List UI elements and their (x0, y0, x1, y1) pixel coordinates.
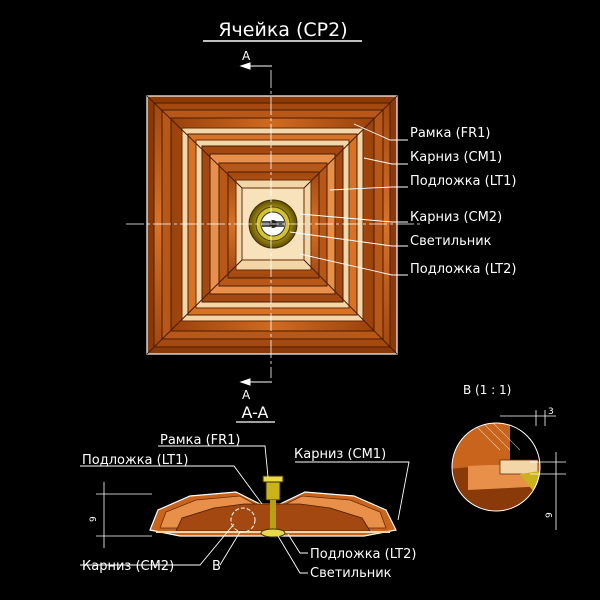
section-view: A-A 9 Рамка (FR1) По (80, 403, 416, 581)
plan-label-cm1: Карниз (CM1) (410, 150, 502, 165)
dim-9-section: 9 (89, 516, 99, 522)
section-detail-mark: B (212, 559, 221, 574)
plan-view: A A Рамка (FR1) Карниз (CM1) Подложка (L… (126, 49, 516, 402)
dim-3-detail: 3 (548, 407, 554, 417)
section-label-lt2: Подложка (LT2) (310, 547, 416, 562)
detail-view: B (1 : 1) 3 9 (451, 383, 566, 530)
plan-label-lt2: Подложка (LT2) (410, 262, 516, 277)
section-label-lt1: Подложка (LT1) (82, 453, 188, 468)
page-title: Ячейка (CP2) (218, 19, 347, 41)
section-label-cm2: Карниз (CM2) (82, 559, 174, 574)
section-mark-bottom: A (242, 388, 251, 402)
section-label-lamp: Светильник (310, 566, 392, 581)
plan-label-fr1: Рамка (FR1) (410, 126, 491, 141)
section-title: A-A (242, 403, 269, 422)
plan-label-lt1: Подложка (LT1) (410, 174, 516, 189)
plan-label-cm2: Карниз (CM2) (410, 210, 502, 225)
plan-label-lamp: Светильник (410, 234, 492, 249)
section-mark-top: A (242, 49, 251, 63)
dim-9-detail: 9 (545, 512, 555, 518)
section-label-cm1: Карниз (CM1) (294, 447, 386, 462)
section-label-fr1: Рамка (FR1) (160, 433, 241, 448)
detail-title: B (1 : 1) (463, 383, 511, 397)
